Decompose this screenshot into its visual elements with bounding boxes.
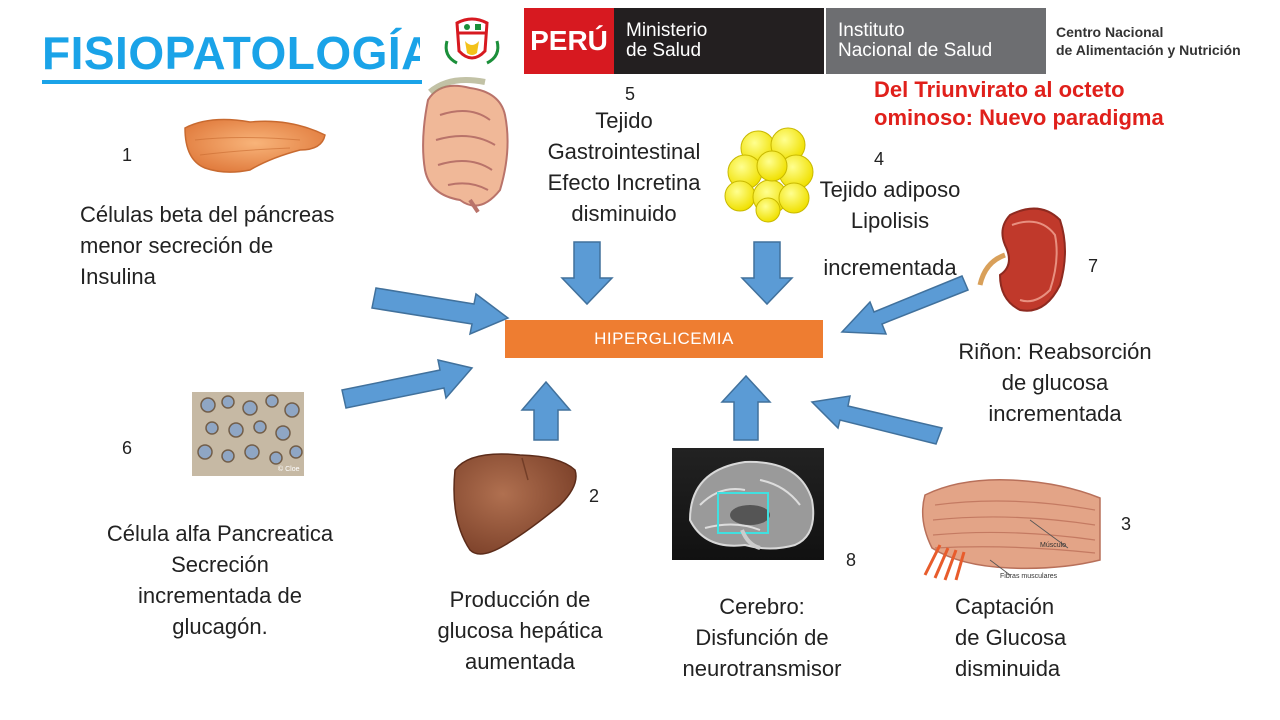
factor-3-line: disminuida [955, 656, 1061, 681]
factor-1-line: menor secreción de [80, 233, 274, 258]
factor-8-line: Disfunción de [695, 625, 829, 650]
center-line1: Centro Nacional [1056, 24, 1164, 40]
factor-8-line: Cerebro: [719, 594, 805, 619]
arrow-from-kidney [840, 275, 969, 335]
title-underline [42, 80, 422, 84]
factor-label-4: Tejido adiposo Lipolisis incrementada [800, 174, 980, 283]
brain-mri-image [672, 448, 824, 560]
factor-7-line: de glucosa [1001, 370, 1109, 395]
center-line2: de Alimentación y Nutrición [1056, 42, 1241, 58]
factor-number-7: 7 [1088, 256, 1099, 276]
adipose-cells-image [724, 127, 814, 223]
factor-5-line: disminuido [571, 201, 677, 226]
factor-1-line: Células beta del páncreas [80, 202, 335, 227]
factor-6-line: Célula alfa Pancreatica [106, 521, 334, 546]
factor-4-line: incrementada [823, 255, 957, 280]
factor-6-line: incrementada de [138, 583, 302, 608]
pancreas-image [184, 118, 326, 173]
factor-5-line: Tejido [595, 108, 653, 133]
peru-seal-icon [420, 8, 524, 74]
arrow-from-liver [520, 380, 572, 441]
factor-4-line: Lipolisis [850, 208, 930, 233]
arrows [341, 241, 969, 445]
subtitle: Del Triunvirato al octeto ominoso: Nuevo… [874, 76, 1274, 132]
muscle-label-muscle: Músculo [1040, 542, 1067, 549]
factor-label-5: Tejido Gastrointestinal Efecto Incretina… [514, 105, 734, 229]
institute-line2: Nacional de Salud [838, 40, 993, 61]
arrow-from-intestine [560, 241, 614, 306]
factor-2-line: aumentada [464, 649, 576, 674]
factor-label-3: Captación de Glucosa disminuida [955, 591, 1155, 684]
institution-banner: PERÚ Ministerio de Salud Instituto Nacio… [420, 8, 1280, 74]
hyperglycemia-box: HIPERGLICEMIA [505, 320, 823, 358]
peru-logo: PERÚ [524, 8, 614, 74]
factor-number-2: 2 [589, 486, 600, 506]
factor-number-3: 3 [1121, 514, 1132, 534]
factor-1-line: Insulina [80, 264, 156, 289]
institute-line1: Instituto [838, 20, 905, 41]
factor-2-line: glucosa hepática [437, 618, 603, 643]
muscle-image [921, 479, 1101, 581]
factor-5-line: Gastrointestinal [547, 139, 701, 164]
subtitle-line1: Del Triunvirato al octeto [874, 77, 1125, 102]
muscle-label-fibers: Fibras musculares [1000, 573, 1058, 580]
nutrition-center-logo: Centro Nacional de Alimentación y Nutric… [1044, 8, 1280, 74]
factor-5-line: Efecto Incretina [547, 170, 701, 195]
factor-number-4: 4 [874, 149, 885, 169]
factor-6-line: glucagón. [172, 614, 268, 639]
factor-3-line: de Glucosa [955, 625, 1067, 650]
intestine-image [422, 77, 509, 214]
factor-number-5: 5 [625, 84, 636, 104]
factor-number-8: 8 [846, 550, 857, 570]
factor-label-1: Células beta del páncreas menor secreció… [80, 199, 410, 292]
arrow-from-muscle [810, 395, 944, 445]
micrograph-caption: © Cloe [278, 466, 300, 473]
arrow-from-adipose [740, 241, 794, 306]
ministry-line2: de Salud [626, 40, 702, 61]
factor-label-2: Producción de glucosa hepática aumentada [410, 584, 630, 677]
factor-7-line: Riñon: Reabsorción [958, 339, 1152, 364]
factor-label-8: Cerebro: Disfunción de neurotransmisor [652, 591, 872, 684]
factor-2-line: Producción de [449, 587, 591, 612]
factor-label-7: Riñon: Reabsorción de glucosa incrementa… [930, 336, 1180, 429]
arrow-from-alpha-cells [341, 359, 474, 409]
factor-6-line: Secreción [171, 552, 269, 577]
ministry-line1: Ministerio [626, 20, 708, 41]
factor-number-1: 1 [122, 145, 133, 165]
liver-image [453, 453, 577, 555]
subtitle-line2: ominoso: Nuevo paradigma [874, 105, 1164, 130]
alpha-cell-micrograph-image [192, 392, 304, 476]
factor-7-line: incrementada [988, 401, 1122, 426]
ministry-logo: Ministerio de Salud [614, 8, 824, 74]
institute-logo: Instituto Nacional de Salud [826, 8, 1044, 74]
page-title: FISIOPATOLOGÍA [42, 27, 435, 79]
factor-8-line: neurotransmisor [682, 656, 842, 681]
arrow-from-beta-cells [371, 287, 510, 336]
factor-4-line: Tejido adiposo [819, 177, 961, 202]
factor-label-6: Célula alfa Pancreatica Secreción increm… [70, 518, 370, 642]
arrow-from-brain [720, 374, 772, 441]
factor-number-6: 6 [122, 438, 133, 458]
kidney-image [977, 207, 1066, 312]
factor-3-line: Captación [955, 594, 1055, 619]
